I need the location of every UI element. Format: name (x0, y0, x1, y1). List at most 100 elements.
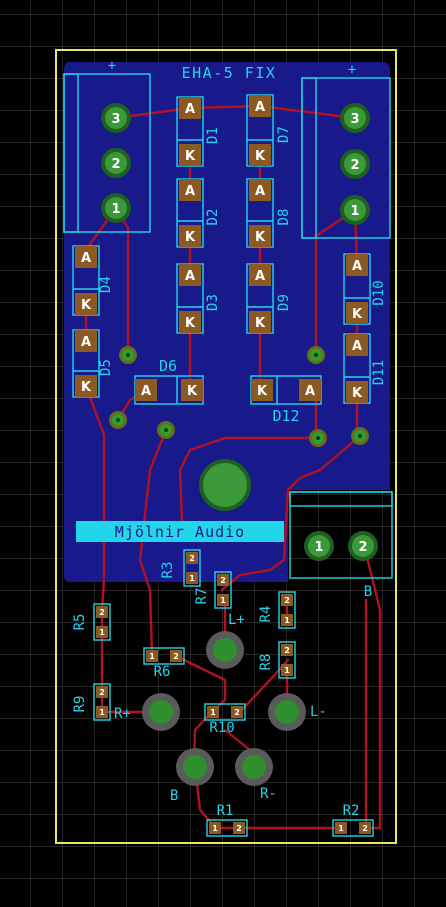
resistor-label: R4 (258, 606, 274, 623)
cathode-pad: K (179, 144, 201, 166)
cathode-pad-label: K (257, 384, 268, 399)
pin-label: 2 (350, 158, 359, 173)
resistor-pad-label: 2 (234, 708, 240, 717)
anode-pad-label: A (185, 102, 195, 117)
diode-label: D2 (205, 209, 221, 226)
jack-l-plus: L+ (206, 612, 245, 669)
via-icon (157, 421, 175, 439)
connector-left-plus: + (108, 58, 116, 74)
cathode-pad-label: K (81, 380, 92, 395)
resistor-pad-label: 1 (99, 708, 105, 717)
anode-pad: A (75, 246, 97, 268)
resistor-pad-label: 2 (284, 646, 290, 655)
anode-pad-label: A (185, 269, 195, 284)
pin-label: 1 (314, 540, 323, 555)
logo-text: Mjölnir Audio (115, 523, 245, 541)
diode-label: D4 (98, 276, 114, 293)
cathode-pad-label: K (255, 230, 266, 245)
diode-d3: A K D3 (176, 263, 221, 334)
jack-l-plus-label: L+ (228, 612, 245, 628)
resistor-pad-label: 1 (212, 824, 218, 833)
pin-label: 3 (350, 112, 359, 127)
anode-pad-label: A (255, 100, 265, 115)
through-hole-pad-icon (101, 193, 131, 223)
cathode-pad: K (346, 302, 368, 324)
pin-label: 1 (350, 204, 359, 219)
resistor-pad-label: 2 (236, 824, 242, 833)
resistor-label: R9 (72, 696, 88, 713)
resistor-pad-label: 2 (189, 554, 195, 563)
resistor-label: R6 (154, 664, 171, 680)
anode-pad: A (75, 330, 97, 352)
through-hole-pad-icon (340, 103, 370, 133)
through-hole-pad-icon (268, 693, 306, 731)
via-icon (309, 429, 327, 447)
anode-pad: A (346, 334, 368, 356)
cathode-pad: K (75, 375, 97, 397)
resistor-r1: 1 2R1 (206, 803, 248, 837)
resistor-pad-label: 2 (284, 596, 290, 605)
resistor-label: R1 (217, 803, 234, 819)
anode-pad: A (179, 264, 201, 286)
resistor-pad-label: 1 (149, 652, 155, 661)
anode-pad-label: A (255, 184, 265, 199)
pin-label: 3 (111, 112, 120, 127)
diode-label: D6 (159, 357, 177, 375)
cathode-pad-label: K (352, 307, 363, 322)
anode-pad-label: A (352, 339, 362, 354)
resistor-label: R7 (194, 588, 210, 605)
cathode-pad-label: K (185, 316, 196, 331)
resistor-label: R2 (343, 803, 360, 819)
through-hole-pad-icon (206, 631, 244, 669)
pin-label: 2 (111, 157, 120, 172)
diode-d2: A KD2 (176, 178, 221, 248)
diode-label: D3 (205, 294, 221, 311)
diode-label: D9 (276, 294, 292, 311)
diode-label: D5 (98, 359, 114, 376)
anode-pad: A (346, 254, 368, 276)
connector-bottom-label: B (364, 584, 372, 600)
cathode-pad: K (75, 293, 97, 315)
resistor-label: R10 (209, 720, 234, 736)
jack-r-plus-label: R+ (114, 706, 131, 722)
cathode-pad-label: K (255, 149, 266, 164)
cathode-pad: K (179, 225, 201, 247)
resistor-pad-label: 1 (284, 666, 290, 675)
through-hole-pad-icon (101, 103, 131, 133)
jacks: L+ R+ L- B R- (114, 612, 327, 804)
anode-pad: A (299, 379, 321, 401)
anode-pad-label: A (305, 384, 315, 399)
connector-right: + 3 2 1 (301, 62, 391, 239)
connector-right-plus: + (348, 62, 356, 78)
board-title: EHA-5 FIX (182, 64, 277, 82)
diode-d4: A KD4 (72, 245, 114, 316)
anode-pad: A (179, 179, 201, 201)
connector-left: + 3 2 1 (63, 58, 151, 233)
through-hole-pad-icon (340, 195, 370, 225)
through-hole-pad-icon (348, 531, 378, 561)
through-hole-pad-icon (340, 149, 370, 179)
resistor-label: R3 (160, 562, 176, 579)
resistor-pad-label: 1 (210, 708, 216, 717)
through-hole-pad-icon (101, 148, 131, 178)
anode-pad-label: A (185, 184, 195, 199)
anode-pad-label: A (352, 259, 362, 274)
via-icon (109, 411, 127, 429)
jack-r-minus: R- (235, 748, 277, 802)
